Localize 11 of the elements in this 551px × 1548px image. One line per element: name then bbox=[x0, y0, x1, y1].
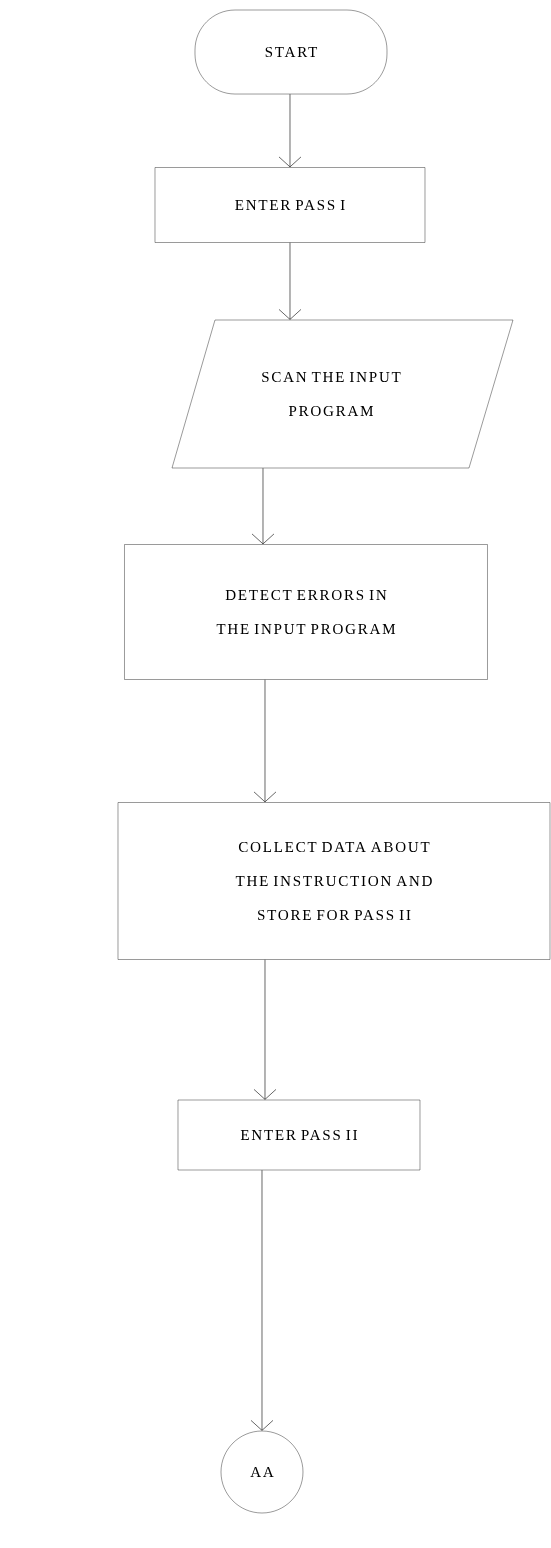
process-box: COLLECT DATA ABOUT THE INSTRUCTION AND STORE FOR PASS II bbox=[117, 802, 551, 960]
process-box: DETECT ERRORS IN THE INPUT PROGRAM bbox=[124, 544, 488, 680]
arrow bbox=[251, 467, 275, 545]
process-box: ENTER PASS II bbox=[177, 1099, 421, 1171]
arrow bbox=[253, 679, 277, 803]
arrow bbox=[278, 242, 302, 320]
arrow bbox=[253, 959, 277, 1100]
arrow bbox=[278, 93, 302, 168]
input-output-parallelogram: SCAN THE INPUT PROGRAM bbox=[171, 319, 514, 469]
process-box: ENTER PASS I bbox=[154, 167, 426, 243]
arrow bbox=[250, 1169, 274, 1431]
